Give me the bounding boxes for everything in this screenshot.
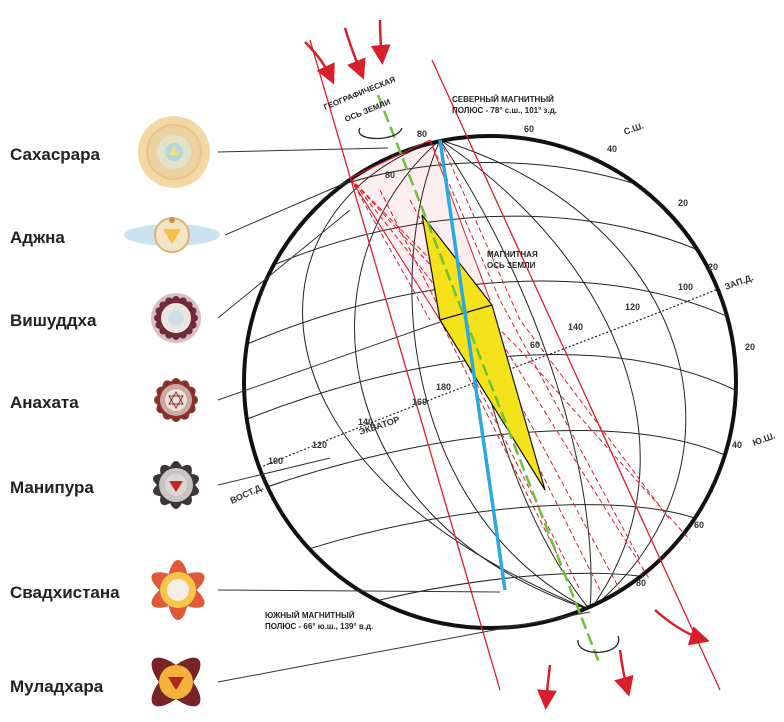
lat-p80: 80 [385, 170, 395, 180]
lat-w20: 20 [708, 262, 718, 272]
lon-e160: 160 [412, 397, 427, 407]
lat-n20: 20 [678, 198, 688, 208]
lat-n80: 80 [417, 129, 427, 139]
lon-e120: 120 [312, 440, 327, 450]
magnetic-axis-label-1: МАГНИТНАЯ [487, 250, 538, 259]
north-pole-label-2: ПОЛЮС - 78° с.ш., 101° з.д. [452, 106, 557, 115]
incoming-arrows [305, 20, 382, 80]
south-rotation-arrow [578, 636, 619, 652]
south-hemisphere-label: Ю.Ш. [751, 431, 776, 448]
lon-120: 120 [625, 302, 640, 312]
south-pole-label-1: ЮЖНЫЙ МАГНИТНЫЙ [265, 611, 355, 620]
manipura-icon [150, 460, 201, 509]
lon-e180: 180 [436, 382, 451, 392]
lat-s60: 60 [694, 520, 704, 530]
lon-e100: 100 [268, 456, 283, 466]
north-pole-label-1: СЕВЕРНЫЙ МАГНИТНЫЙ [452, 95, 554, 104]
chakra-label-anahata: Анахата [10, 393, 79, 412]
lon-100: 100 [678, 282, 693, 292]
chakra-label-sahasrara: Сахасрара [10, 145, 101, 164]
meridian [440, 140, 591, 610]
north-hemisphere-label: С.Ш. [622, 120, 645, 136]
svadhisthana-icon [147, 560, 210, 620]
chakra-label-vishuddha: Вишуддха [10, 311, 97, 330]
ajna-icon [124, 217, 220, 252]
chakra-label-muladhara: Муладхара [10, 677, 104, 696]
vishuddha-icon [151, 293, 201, 343]
chakra-label-manipura: Манипура [10, 478, 94, 497]
lat-s40: 40 [732, 440, 742, 450]
west-label: ЗАП.Д. [723, 272, 755, 292]
lat-s80: 80 [636, 578, 646, 588]
outgoing-arrows [546, 610, 705, 705]
anahata-icon [152, 376, 199, 423]
lat-mid60: 60 [530, 340, 540, 350]
sahasrara-icon [138, 116, 210, 188]
chakra-label-svadhisthana: Свадхистана [10, 583, 120, 602]
lat-s20: 20 [745, 342, 755, 352]
muladhara-icon [144, 650, 208, 714]
lat-n60: 60 [524, 124, 534, 134]
lon-140: 140 [568, 322, 583, 332]
magnetic-axis-label-2: ОСЬ ЗЕМЛИ [487, 261, 536, 270]
south-pole-label-2: ПОЛЮС - 66° ю.ш., 139° в.д. [265, 622, 373, 631]
lat-n40: 40 [607, 144, 617, 154]
east-label: ВОСТ.Д. [229, 482, 265, 506]
chakra-label-ajna: Аджна [10, 228, 65, 247]
lon-e140: 140 [358, 417, 373, 427]
parallel [258, 430, 725, 490]
meridian [440, 140, 590, 610]
